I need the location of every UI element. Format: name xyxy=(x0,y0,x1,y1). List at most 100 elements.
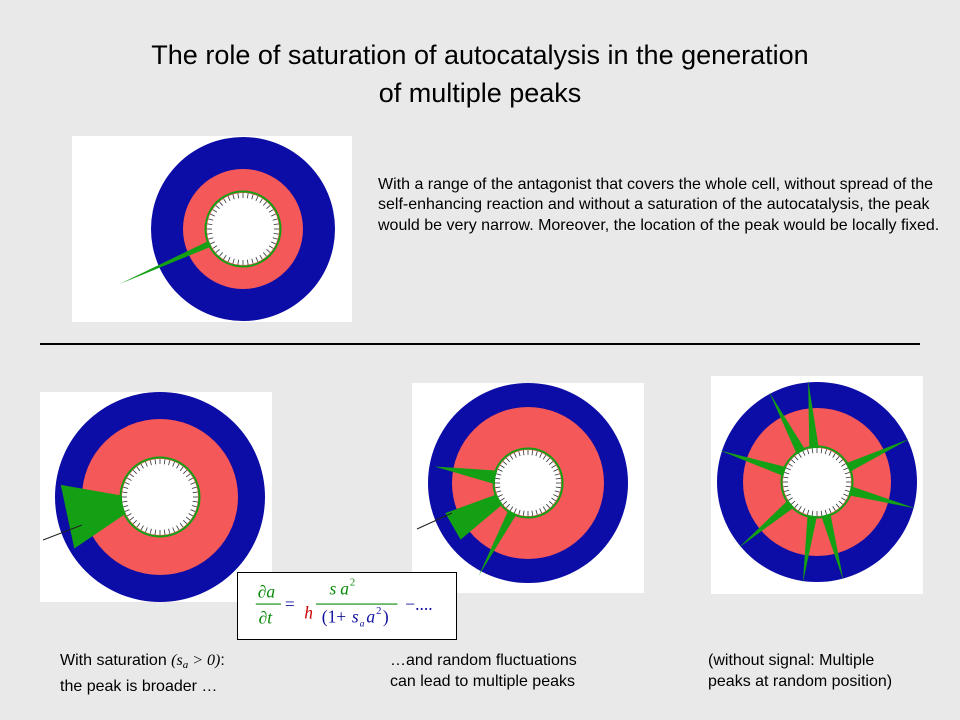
membrane-tick xyxy=(832,453,836,458)
membrane-tick xyxy=(251,258,254,264)
membrane-ticks xyxy=(122,459,198,535)
membrane-tick xyxy=(783,485,789,488)
random-peaks-cell-svg xyxy=(717,380,917,584)
eq-den-exp: 2 xyxy=(376,605,381,617)
membrane-tick xyxy=(271,213,276,217)
membrane-tick xyxy=(542,506,547,511)
membrane-tick xyxy=(785,467,791,471)
peak-spike xyxy=(769,391,806,455)
top-description: With a range of the antagonist that cove… xyxy=(378,176,940,234)
membrane-outline xyxy=(780,445,854,519)
membrane-tick xyxy=(554,473,560,476)
caption-fluctuations-line-1: …and random fluctuations xyxy=(390,652,577,669)
cell-core xyxy=(783,448,851,516)
membrane-tick xyxy=(123,505,129,508)
membrane-tick xyxy=(237,259,239,265)
membrane-tick xyxy=(832,506,836,511)
peak-spike xyxy=(821,513,844,581)
membrane-tick xyxy=(149,460,152,466)
membrane-tick xyxy=(531,450,534,456)
membrane-tick xyxy=(838,500,843,505)
membrane-tick xyxy=(843,493,849,497)
membrane-tick xyxy=(791,500,796,505)
membrane-tick xyxy=(546,503,550,509)
membrane-tick xyxy=(190,482,196,485)
membrane-tick xyxy=(788,497,793,501)
membrane-tick xyxy=(522,450,525,456)
broad-peak-cell-diagram xyxy=(40,392,272,602)
equation-svg: ∂a ∂t = h s a 2 (1+ s a a 2 ) −.... xyxy=(255,577,433,629)
membrane-tick xyxy=(140,463,144,469)
membrane-tick xyxy=(190,509,196,512)
membrane-tick xyxy=(176,463,180,469)
membrane-tick xyxy=(791,459,796,464)
membrane-tick xyxy=(183,469,188,474)
membrane-tick xyxy=(843,467,849,471)
membrane-tick xyxy=(522,510,525,516)
membrane-tick xyxy=(553,468,559,472)
membrane-tick xyxy=(227,196,231,201)
membrane-tick xyxy=(509,455,514,460)
membrane-tick xyxy=(807,509,810,515)
eq-num-exp: 2 xyxy=(350,577,355,589)
membrane-tick xyxy=(179,522,184,528)
membrane-tick xyxy=(237,193,239,199)
saturation-equation: ∂a ∂t = h s a 2 (1+ s a a 2 ) −.... xyxy=(237,572,457,640)
membrane-tick xyxy=(802,450,806,456)
membrane-tick xyxy=(845,485,851,488)
membrane-tick xyxy=(122,491,128,494)
membrane-tick xyxy=(183,520,188,525)
membrane-tick xyxy=(266,248,271,253)
membrane-tick xyxy=(820,448,823,454)
membrane-tick xyxy=(542,455,547,460)
caption-saturation: With saturation (sa > 0): the peak is br… xyxy=(60,650,360,697)
membrane-tick xyxy=(500,497,505,502)
title-line-2: of multiple peaks xyxy=(378,78,582,108)
peak-spike xyxy=(478,509,517,576)
membrane-tick xyxy=(262,201,267,206)
membrane-tick xyxy=(784,472,790,475)
peak-spike xyxy=(434,466,498,485)
membrane-tick xyxy=(212,245,218,249)
caption-saturation-math: (sa > 0) xyxy=(171,652,220,671)
cell-core xyxy=(122,459,198,535)
membrane-tick xyxy=(191,486,197,489)
cell-core xyxy=(207,193,279,265)
membrane-tick xyxy=(262,252,267,257)
membrane-tick xyxy=(154,459,157,465)
membrane-tick xyxy=(506,457,510,463)
membrane-tick xyxy=(783,476,789,479)
peak-spike xyxy=(848,486,916,509)
membrane-tick xyxy=(188,513,194,517)
membrane-tick xyxy=(168,528,171,534)
caption-no-signal: (without signal: Multiple peaks at rando… xyxy=(708,650,958,692)
membrane-tick xyxy=(844,472,850,475)
membrane-tick xyxy=(551,464,556,469)
membrane-tick xyxy=(179,466,184,472)
membrane-tick xyxy=(500,464,505,469)
membrane-tick xyxy=(185,516,191,521)
caption-saturation-prefix: With saturation xyxy=(60,652,172,669)
membrane-tick xyxy=(835,503,840,508)
membrane-tick xyxy=(272,237,278,240)
membrane-tick xyxy=(259,254,263,260)
membrane-tick xyxy=(232,194,235,200)
membrane-tick xyxy=(824,449,827,455)
membrane-tick xyxy=(513,508,517,514)
eq-den-open: (1+ xyxy=(322,607,346,627)
broad-peak-cell-svg xyxy=(42,392,265,602)
membrane-tick xyxy=(794,456,799,461)
membrane-tick xyxy=(807,449,810,455)
membrane-tick xyxy=(185,473,191,478)
membrane-tick xyxy=(172,527,175,533)
membrane-tick xyxy=(255,196,259,201)
membrane-tick xyxy=(255,257,259,262)
membrane-tick xyxy=(123,486,129,489)
membrane-tick xyxy=(513,452,517,458)
membrane-tick xyxy=(824,509,827,515)
membrane-tick xyxy=(132,520,137,525)
membrane-tick xyxy=(149,528,152,534)
broad-peak xyxy=(445,494,503,540)
peak-spike xyxy=(118,240,212,285)
fluctuation-peaks-cell-svg xyxy=(416,383,628,583)
